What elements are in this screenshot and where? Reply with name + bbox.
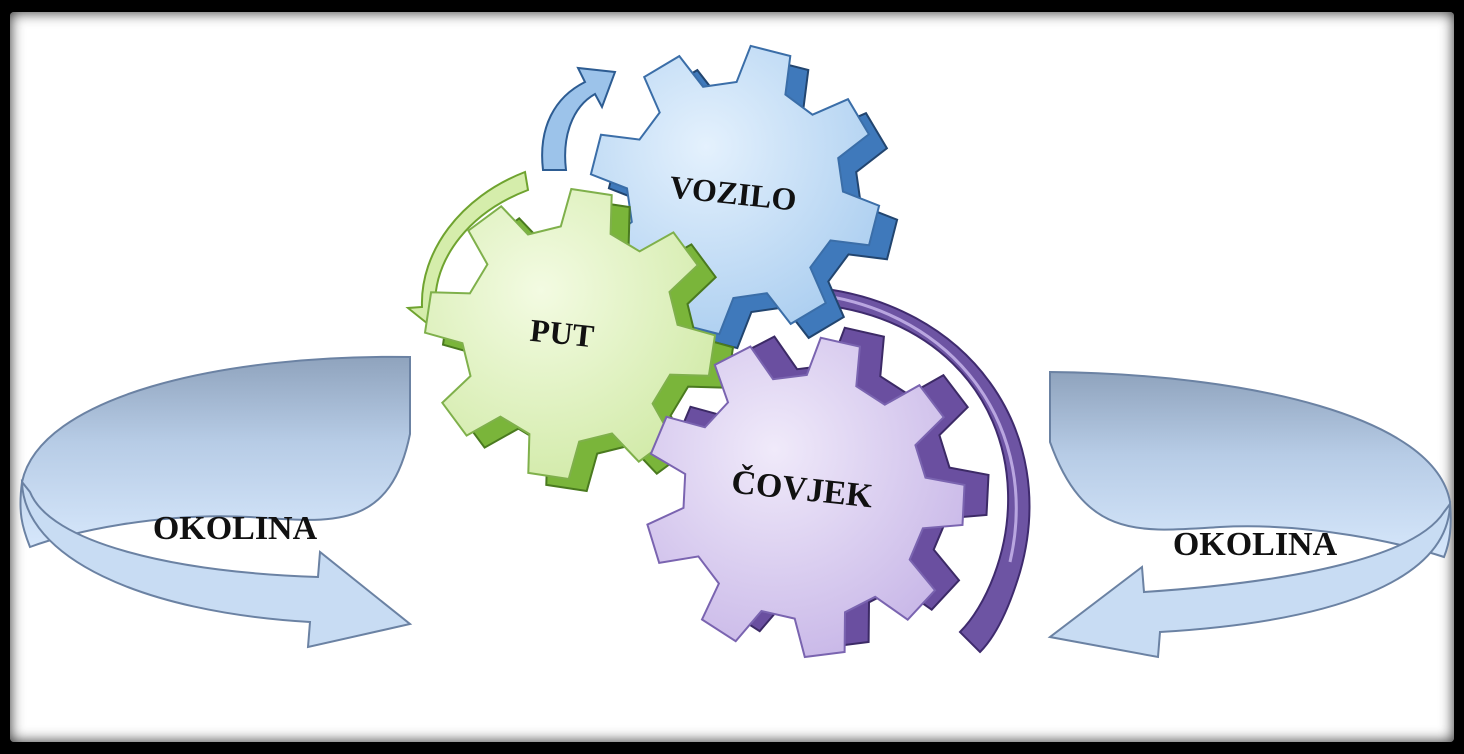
vozilo-rotation-arrow: [541, 66, 617, 171]
okolina-right-arrow: [1047, 370, 1452, 659]
okolina-right-label: OKOLINA: [1173, 526, 1338, 563]
diagram-canvas: VOZILO PUT ČOVJEK OKOLINA OKOLINA: [19, 44, 1452, 659]
gear-vozilo: VOZILO: [589, 44, 899, 350]
gear-covjek-face: [646, 336, 966, 659]
covjek-rotation-arrow: [809, 285, 1031, 654]
okolina-left-label: OKOLINA: [153, 510, 318, 547]
put-label: PUT: [528, 312, 595, 354]
diagram-frame: VOZILO PUT ČOVJEK OKOLINA OKOLINA: [10, 12, 1454, 742]
gear-covjek: ČOVJEK: [646, 326, 990, 659]
gear-put: PUT: [423, 187, 735, 493]
okolina-left-arrow: [19, 355, 413, 649]
